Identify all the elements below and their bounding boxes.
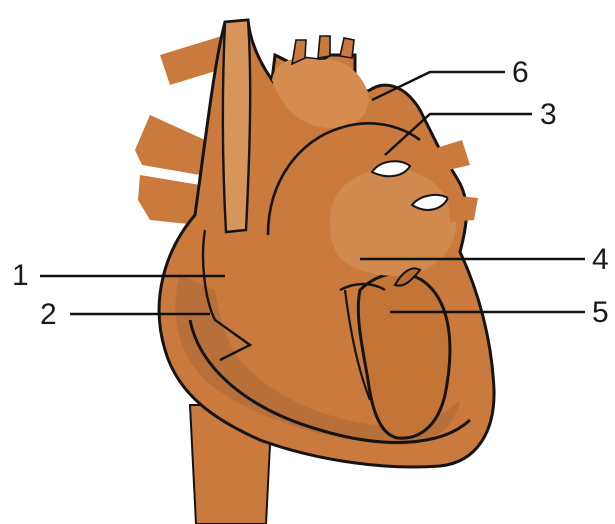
label-6: 6 bbox=[512, 56, 529, 89]
heart-illustration bbox=[135, 20, 494, 524]
left-pulmonary-veins bbox=[135, 115, 205, 175]
left-pulmonary-veins-lower bbox=[138, 175, 200, 225]
label-3: 3 bbox=[540, 98, 557, 131]
aortic-branch-2 bbox=[318, 36, 330, 58]
label-1: 1 bbox=[12, 259, 29, 292]
superior-vena-cava bbox=[223, 20, 250, 232]
right-vessel-stub-2 bbox=[448, 195, 478, 222]
label-5: 5 bbox=[592, 296, 609, 329]
label-4: 4 bbox=[592, 243, 609, 276]
aortic-branch-3 bbox=[340, 38, 354, 58]
label-2: 2 bbox=[40, 298, 57, 331]
